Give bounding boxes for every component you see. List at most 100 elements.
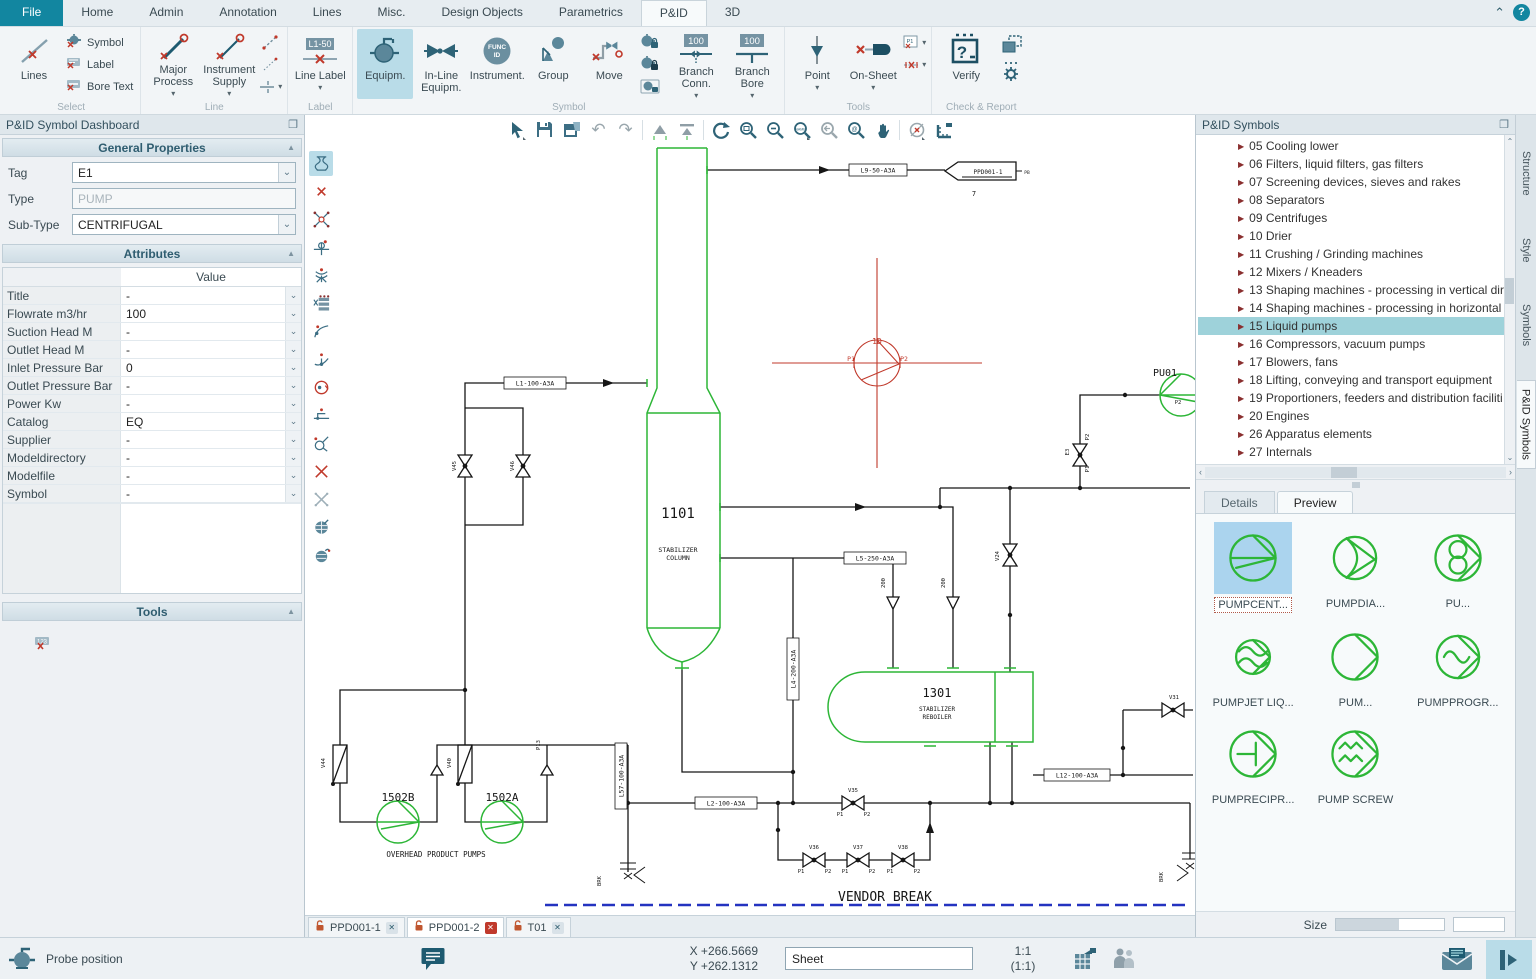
chevron-down-icon[interactable]: ⌄: [278, 163, 295, 182]
chevron-down-icon[interactable]: ⌄: [285, 449, 301, 466]
chevron-down-icon[interactable]: ⌄: [285, 359, 301, 376]
symbol-preview-item[interactable]: PUMPJET LIQ...: [1202, 621, 1304, 710]
symbol-tree-item[interactable]: ▶ 13 Shaping machines - processing in ve…: [1198, 281, 1504, 299]
symbol-lock-3-button[interactable]: [637, 76, 663, 97]
panel-toggle-button[interactable]: [1486, 939, 1532, 979]
bore-text-select-button[interactable]: Bore Text: [62, 76, 136, 97]
chevron-down-icon[interactable]: ⌄: [285, 431, 301, 448]
panel-tab[interactable]: Preview: [1276, 491, 1354, 513]
p1-tool-button[interactable]: P1▾: [901, 32, 927, 53]
zoom-name-icon[interactable]: NAME: [789, 117, 814, 142]
snap-tool-button[interactable]: [309, 207, 333, 232]
verify-button[interactable]: ? Verify: [936, 29, 996, 99]
save-as-icon[interactable]: [559, 117, 584, 142]
axis-tool-button[interactable]: ▾: [901, 54, 927, 75]
symbol-preview-item[interactable]: PUMP SCREW: [1304, 718, 1406, 807]
attribute-value-field[interactable]: -⌄: [121, 377, 301, 394]
snap-tool-button[interactable]: [309, 459, 333, 484]
snap-tool-button[interactable]: [309, 291, 333, 316]
instrument-supply-button[interactable]: Instrument Supply▾: [201, 29, 257, 99]
chevron-down-icon[interactable]: ⌄: [285, 467, 301, 484]
measure-ruler-icon[interactable]: [931, 117, 956, 142]
symbol-tree-item[interactable]: ▶ 26 Apparatus elements: [1198, 425, 1504, 443]
symbol-tree-item[interactable]: ▶ 05 Cooling lower: [1198, 137, 1504, 155]
symbol-tree-item[interactable]: ▶ 27 Internals: [1198, 443, 1504, 461]
chevron-down-icon[interactable]: ⌄: [285, 341, 301, 358]
attribute-value-field[interactable]: -⌄: [121, 323, 301, 340]
panel-tab[interactable]: Details: [1204, 491, 1275, 513]
scroll-down-icon[interactable]: ⌄: [1506, 453, 1514, 462]
on-sheet-button[interactable]: On-Sheet▾: [845, 29, 901, 99]
edge-tab[interactable]: P&ID Symbols: [1516, 380, 1536, 470]
save-icon[interactable]: [532, 117, 557, 142]
redo-icon[interactable]: ↷: [618, 119, 633, 139]
help-icon[interactable]: ?: [1513, 4, 1530, 21]
ribbon-tab[interactable]: Admin: [149, 5, 184, 19]
ribbon-tab[interactable]: Home: [81, 5, 114, 19]
symbol-tree-item[interactable]: ▶ 09 Centrifuges: [1198, 209, 1504, 227]
branch-connection-button[interactable]: 100 Branch Conn.▾: [668, 29, 724, 100]
symbol-preview-item[interactable]: PUM...: [1304, 621, 1406, 710]
point-button[interactable]: Point▾: [789, 29, 845, 99]
edge-tab[interactable]: Style: [1520, 237, 1532, 263]
close-icon[interactable]: ✕: [484, 921, 497, 934]
panel-splitter[interactable]: [1196, 480, 1515, 490]
ribbon-tab[interactable]: Lines: [312, 5, 342, 19]
pid-drawing[interactable]: L9-50-A3AL1-100-A3AL5-250-A3AL2-100-A3AL…: [305, 115, 1195, 915]
symbol-preview-item[interactable]: PU...: [1407, 522, 1509, 613]
zoom-previous-icon[interactable]: [816, 117, 841, 142]
tools-header[interactable]: Tools▲: [2, 602, 302, 621]
symbol-tree-item[interactable]: ▶ 07 Screening devices, sieves and rakes: [1198, 173, 1504, 191]
symbol-tree-item[interactable]: ▶ 06 Filters, liquid filters, gas filter…: [1198, 155, 1504, 173]
dotted-line-button[interactable]: [257, 54, 283, 75]
zoom-window-icon[interactable]: [735, 117, 760, 142]
dock-window-icon[interactable]: ❐: [1499, 119, 1509, 131]
dashed-line-button[interactable]: [257, 32, 283, 53]
probe-circle-icon[interactable]: [904, 117, 929, 142]
edge-tab[interactable]: Symbols: [1520, 304, 1532, 347]
grid-export-icon[interactable]: [1072, 938, 1098, 979]
symbol-preview-item[interactable]: PUMPPROGR...: [1407, 621, 1509, 710]
snap-tool-button[interactable]: [309, 375, 333, 400]
branch-bore-button[interactable]: 100 Branch Bore▾: [724, 29, 780, 100]
refresh-icon[interactable]: [708, 117, 733, 142]
symbol-tree-item[interactable]: ▶ 11 Crushing / Grinding machines: [1198, 245, 1504, 263]
symbol-tree-item[interactable]: ▶ 16 Compressors, vacuum pumps: [1198, 335, 1504, 353]
snap-tool-button[interactable]: [309, 487, 333, 512]
insert-symbol-top-icon[interactable]: [674, 117, 699, 142]
ribbon-tab[interactable]: Misc.: [377, 5, 406, 19]
attribute-value-field[interactable]: -⌄: [121, 431, 301, 448]
dock-window-icon[interactable]: ❐: [288, 119, 298, 131]
line-break-button[interactable]: ▾: [257, 76, 283, 97]
chevron-down-icon[interactable]: ⌄: [285, 305, 301, 322]
sheet-tab[interactable]: PPD001-2 ✕: [406, 917, 504, 937]
pan-hand-icon[interactable]: [870, 117, 895, 142]
undo-icon[interactable]: ↶: [591, 119, 606, 139]
chevron-down-icon[interactable]: ⌄: [285, 395, 301, 412]
symbol-lock-1-button[interactable]: [637, 32, 663, 53]
ribbon-tab[interactable]: 3D: [724, 5, 741, 19]
major-process-button[interactable]: Major Process▾: [145, 29, 201, 99]
tree-vertical-scrollbar[interactable]: ⌃⌄: [1503, 135, 1515, 464]
symbol-tree-item[interactable]: ▶ 19 Proportioners, feeders and distribu…: [1198, 389, 1504, 407]
symbol-tree-item[interactable]: ▶ 14 Shaping machines - processing in ho…: [1198, 299, 1504, 317]
label-select-button[interactable]: Label: [62, 54, 136, 75]
collapse-section-icon[interactable]: ▲: [287, 249, 295, 258]
collapse-section-icon[interactable]: ▲: [287, 143, 295, 152]
lines-button[interactable]: Lines: [6, 29, 62, 99]
settings-gear-button[interactable]: [996, 59, 1026, 85]
snap-tool-button[interactable]: [309, 235, 333, 260]
symbol-tree-item[interactable]: ▶ 18 Lifting, conveying and transport eq…: [1198, 371, 1504, 389]
scroll-up-icon[interactable]: ⌃: [1506, 137, 1514, 146]
tag-combobox[interactable]: E1⌄: [72, 162, 296, 183]
scroll-right-icon[interactable]: ›: [1509, 467, 1512, 477]
symbol-preview-item[interactable]: PUMPCENT...: [1202, 522, 1304, 613]
reports-button[interactable]: [996, 32, 1026, 58]
sheet-tab[interactable]: PPD001-1 ✕: [308, 917, 405, 937]
comment-bubble-icon[interactable]: [420, 938, 446, 979]
renumber-tool-icon[interactable]: 123: [32, 634, 52, 655]
symbol-tree-item[interactable]: ▶ 15 Liquid pumps: [1198, 317, 1504, 335]
scroll-left-icon[interactable]: ‹: [1199, 467, 1202, 477]
snap-tool-button[interactable]: [309, 151, 333, 176]
